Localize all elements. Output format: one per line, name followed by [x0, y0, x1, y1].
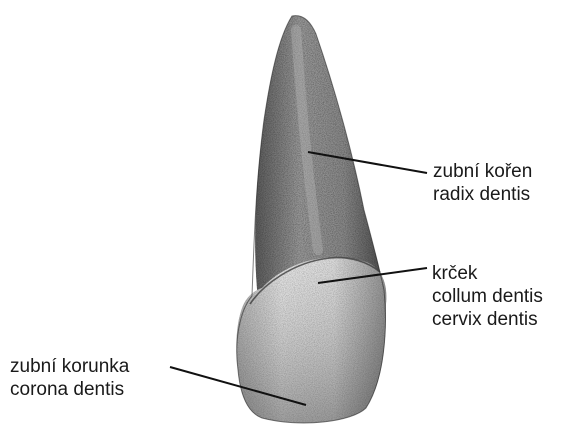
tooth-root-texture	[255, 16, 382, 300]
label-neck-latin-cervix: cervix dentis	[432, 308, 543, 331]
label-root: zubní kořen radix dentis	[433, 160, 532, 206]
label-neck: krček collum dentis cervix dentis	[432, 262, 543, 331]
label-neck-czech: krček	[432, 262, 543, 285]
label-neck-latin-collum: collum dentis	[432, 285, 543, 308]
label-crown-czech: zubní korunka	[10, 355, 129, 378]
label-root-latin: radix dentis	[433, 183, 532, 206]
label-crown-latin: corona dentis	[10, 378, 129, 401]
label-crown: zubní korunka corona dentis	[10, 355, 129, 401]
label-root-czech: zubní kořen	[433, 160, 532, 183]
